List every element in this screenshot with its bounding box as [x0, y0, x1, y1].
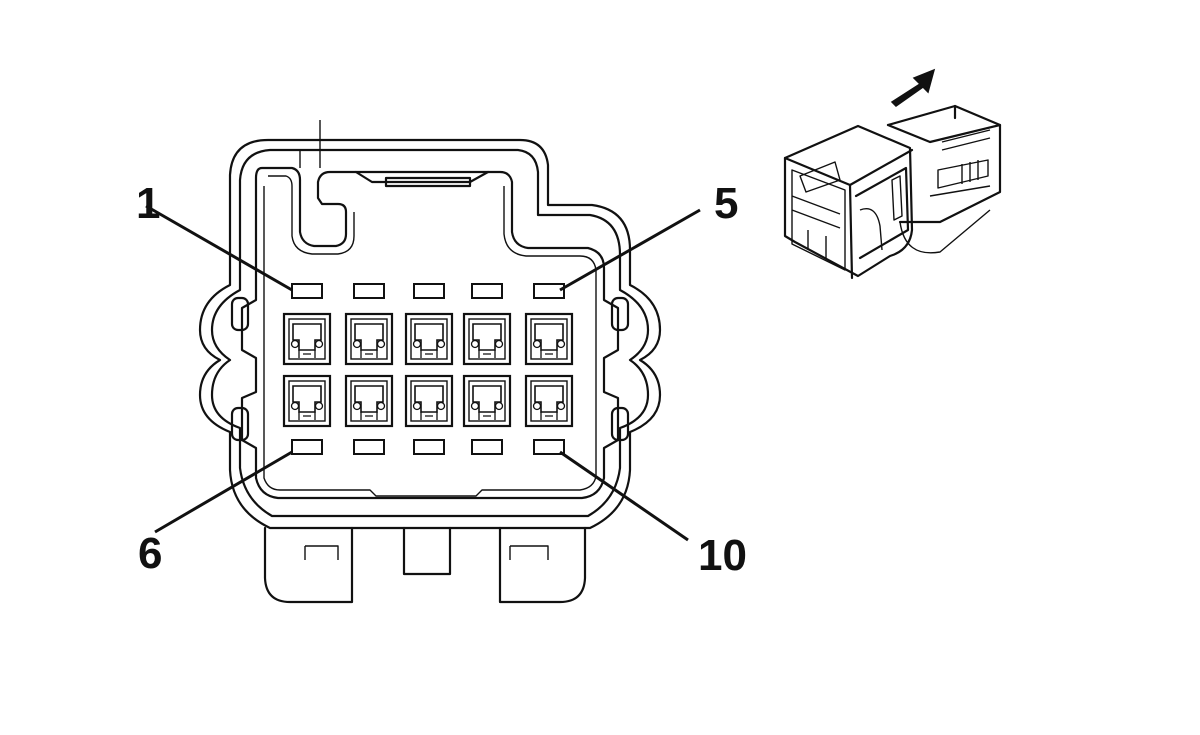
pin-tab-1	[291, 283, 323, 299]
pin-cavity-5	[524, 312, 574, 366]
pin-label-5: 5	[714, 179, 738, 228]
pin-cavity-group	[282, 312, 574, 428]
pin-cavity-7	[344, 374, 394, 428]
pin-tab-6	[291, 439, 323, 455]
pin-tab-8	[413, 439, 445, 455]
pin-label-1: 1	[136, 179, 160, 228]
leader-line-pin-1	[145, 204, 293, 292]
pin-tab-9	[471, 439, 503, 455]
pin-cavity-10	[524, 374, 574, 428]
leader-line-pin-10	[559, 450, 689, 542]
pin-cavity-3	[404, 312, 454, 366]
pin-tab-4	[471, 283, 503, 299]
pin-tab-7	[353, 439, 385, 455]
connector-face	[198, 120, 662, 604]
leader-line-pin-5	[559, 208, 701, 292]
pin-cavity-8	[404, 374, 454, 428]
pin-cavity-4	[462, 312, 512, 366]
pin-cavity-2	[344, 312, 394, 366]
pin-tab-10	[533, 439, 565, 455]
pin-label-10: 10	[698, 531, 747, 580]
pin-tab-2	[353, 283, 385, 299]
pin-cavity-9	[462, 374, 512, 428]
pin-label-6: 6	[138, 529, 162, 578]
pin-cavity-1	[282, 312, 332, 366]
connector-isometric-view	[783, 104, 1002, 280]
arrow-up-right-icon	[890, 68, 936, 107]
pin-tab-5	[533, 283, 565, 299]
pin-tab-group	[291, 283, 565, 455]
pin-cavity-6	[282, 374, 332, 428]
leader-line-pin-6	[154, 450, 293, 534]
pin-tab-3	[413, 283, 445, 299]
